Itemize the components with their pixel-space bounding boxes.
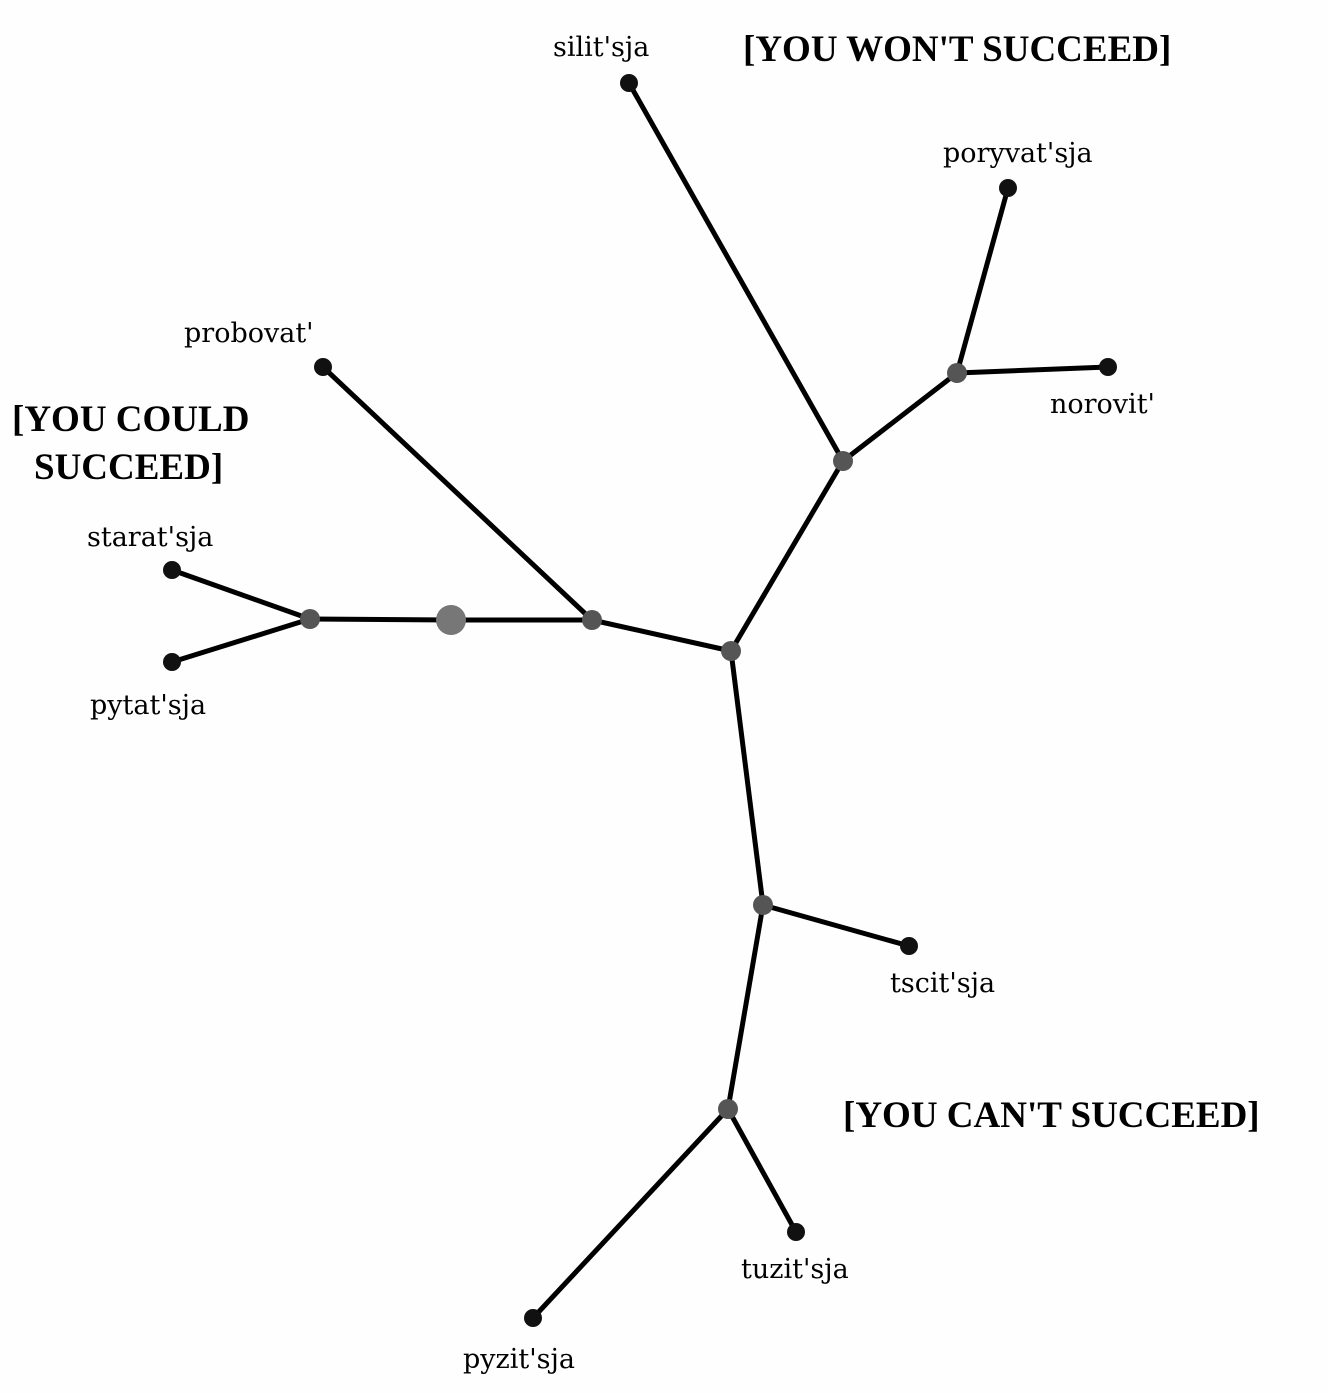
root-node <box>436 605 466 635</box>
leaf-node-pyzit <box>524 1309 542 1327</box>
edge-wont-inner <box>840 370 960 464</box>
leaf-label-tscit: tscit'sja <box>890 968 995 999</box>
leaf-labels: silit'sja poryvat'sja norovit' probovat'… <box>87 32 1155 1375</box>
group-label-wont: [YOU WON'T SUCCEED] <box>743 29 1171 70</box>
edge-pytat <box>169 616 313 665</box>
leaf-label-tuzit: tuzit'sja <box>741 1254 849 1285</box>
edge-cant-inner <box>725 902 766 1112</box>
tree-nodes <box>163 74 1117 1327</box>
leaf-label-pytat: pytat'sja <box>90 690 206 721</box>
node-cant-inner <box>718 1099 738 1119</box>
edge-could-root <box>307 616 454 623</box>
edge-tuzit <box>725 1106 799 1235</box>
node-could <box>300 609 320 629</box>
leaf-node-norovit <box>1099 358 1117 376</box>
leaf-label-silit: silit'sja <box>553 32 649 63</box>
tree-edges <box>169 80 1111 1321</box>
node-center <box>721 641 741 661</box>
leaf-label-norovit: norovit' <box>1050 389 1155 420</box>
edge-wont-branch <box>728 458 846 654</box>
edge-pyzit <box>530 1106 731 1321</box>
leaf-node-pytat <box>163 653 181 671</box>
edge-norovit <box>954 364 1111 376</box>
group-label-could-line1: [YOU COULD <box>12 399 249 440</box>
leaf-node-tscit <box>900 937 918 955</box>
edge-silit <box>626 80 846 464</box>
leaf-label-probovat: probovat' <box>184 318 314 349</box>
group-labels: [YOU WON'T SUCCEED] [YOU COULD SUCCEED] … <box>12 29 1260 1136</box>
leaf-node-tuzit <box>787 1223 805 1241</box>
node-probovat <box>582 610 602 630</box>
node-wont-inner <box>947 363 967 383</box>
leaf-node-silit <box>620 74 638 92</box>
edge-tscit <box>760 902 912 949</box>
node-wont <box>833 451 853 471</box>
node-cant <box>753 895 773 915</box>
leaf-node-poryvat <box>999 179 1017 197</box>
edge-center <box>589 617 734 654</box>
leaf-label-poryvat: poryvat'sja <box>943 138 1093 169</box>
edge-poryvat <box>954 185 1011 376</box>
edge-starat <box>169 567 313 622</box>
group-label-cant: [YOU CAN'T SUCCEED] <box>843 1095 1260 1136</box>
group-label-could-line2: SUCCEED] <box>34 447 223 488</box>
leaf-label-starat: starat'sja <box>87 522 213 553</box>
leaf-label-pyzit: pyzit'sja <box>463 1344 575 1375</box>
edge-cant-branch <box>728 648 766 908</box>
leaf-node-starat <box>163 561 181 579</box>
leaf-node-probovat <box>314 358 332 376</box>
edge-probovat <box>320 364 595 623</box>
